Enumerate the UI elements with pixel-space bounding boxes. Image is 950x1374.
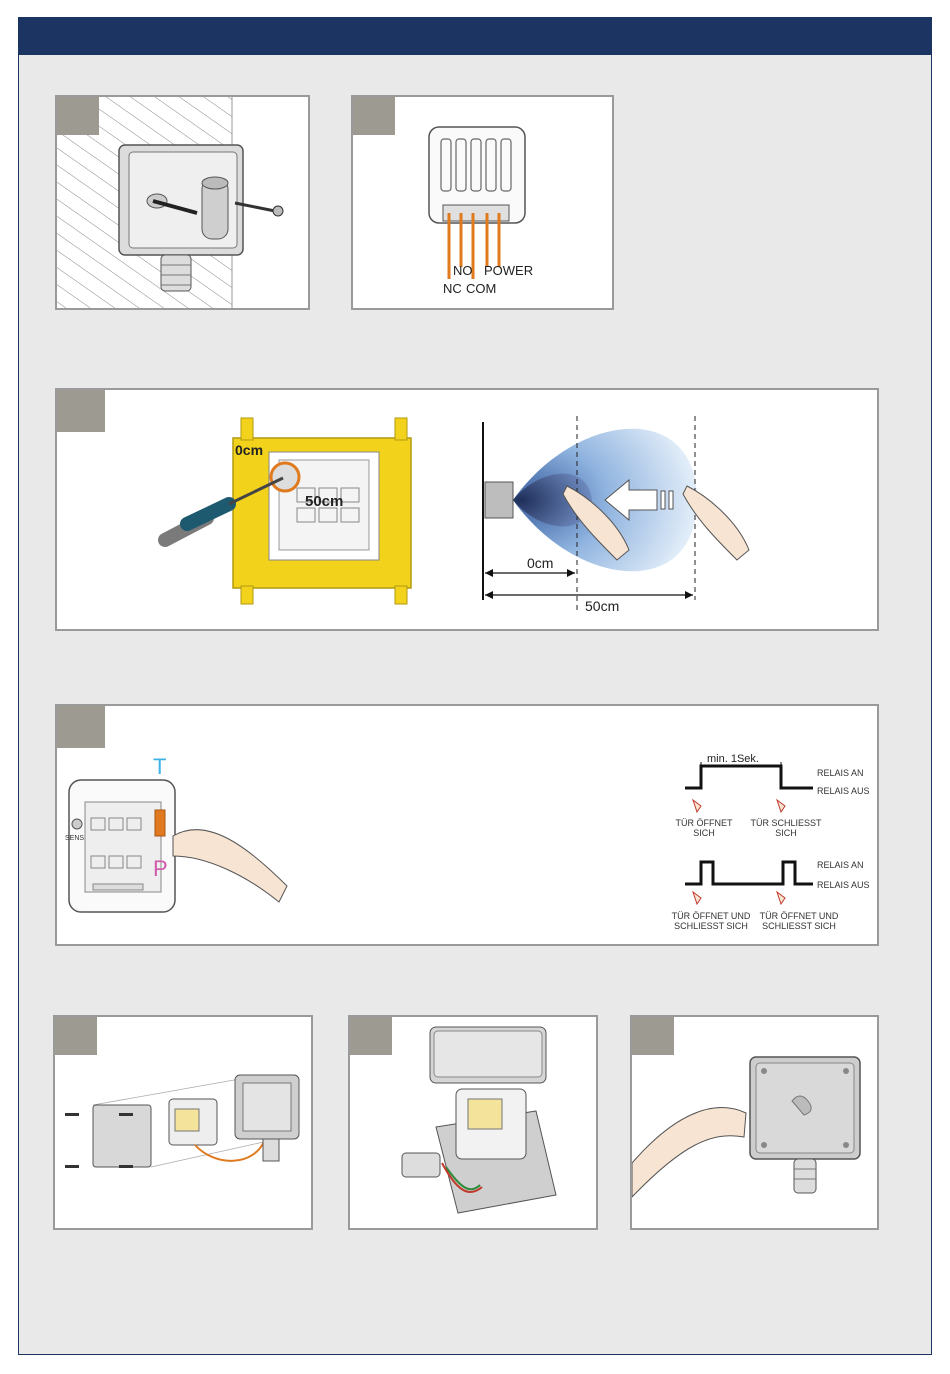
panel-finished — [630, 1015, 879, 1230]
step-tag — [353, 97, 395, 135]
min-time-label: min. 1Sek. — [707, 753, 759, 765]
range-illustration — [57, 390, 877, 629]
adjust-min-label: 0cm — [235, 442, 263, 458]
door-open-close-label-2: TÜR ÖFFNET UND SCHLIESST SICH — [759, 911, 839, 931]
door-closes-label: TÜR SCHLIESST SICH — [747, 818, 825, 838]
step-tag — [632, 1017, 674, 1055]
step-tag — [350, 1017, 392, 1055]
panel-mount-box — [55, 95, 310, 310]
panel-range-adjust: 0cm 50cm 0cm 50cm — [55, 388, 879, 631]
distance-min-label: 0cm — [527, 555, 553, 571]
relay-on-label-1: RELAIS AN — [817, 768, 864, 778]
relay-off-label-1: RELAIS AUS — [817, 786, 870, 796]
terminal-com-label: COM — [466, 281, 496, 296]
distance-max-label: 50cm — [585, 598, 619, 614]
step-tag — [57, 390, 105, 432]
panel-assembly — [53, 1015, 313, 1230]
panel-wiring: NO POWER NC COM — [351, 95, 614, 310]
letter-t: T — [153, 754, 166, 780]
panel-mode-select: T P SENS min. 1Sek. RELAIS AN RELAIS AUS… — [55, 704, 879, 946]
relay-on-label-2: RELAIS AN — [817, 860, 864, 870]
sensor-label: SENS — [65, 834, 84, 844]
step-tag — [55, 1017, 97, 1055]
terminal-nc-label: NC — [443, 281, 462, 296]
panel-cover — [348, 1015, 598, 1230]
terminal-power-label: POWER — [484, 263, 533, 278]
adjust-max-label: 50cm — [305, 493, 343, 510]
terminal-no-label: NO — [453, 263, 473, 278]
door-open-close-label-1: TÜR ÖFFNET UND SCHLIESST SICH — [671, 911, 751, 931]
step-tag — [57, 706, 105, 748]
letter-p: P — [153, 856, 168, 882]
door-opens-label: TÜR ÖFFNET SICH — [675, 818, 733, 838]
header-bar — [19, 18, 931, 55]
step-tag — [57, 97, 99, 135]
manual-page: NO POWER NC COM — [18, 17, 932, 1355]
relay-off-label-2: RELAIS AUS — [817, 880, 870, 890]
